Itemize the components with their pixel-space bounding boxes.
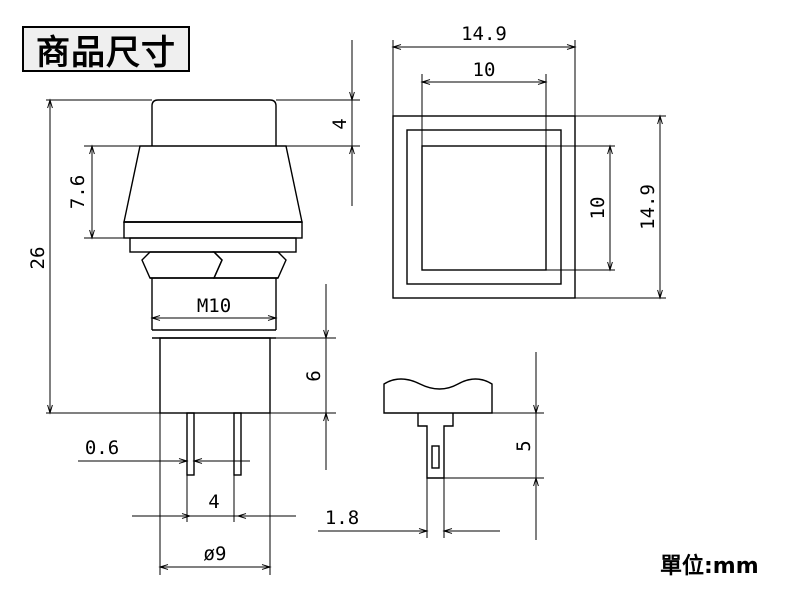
label-top-inner-height: 10 xyxy=(587,197,609,220)
unit-note: 單位:mm xyxy=(660,554,759,579)
label-body-height: 7.6 xyxy=(67,175,89,209)
hex-nut xyxy=(141,251,223,279)
top-outer-square xyxy=(392,115,576,299)
top-inner-square xyxy=(421,145,547,271)
switch-front-view xyxy=(123,99,303,476)
label-thread: M10 xyxy=(197,295,231,317)
pin-left xyxy=(186,412,195,476)
label-lower-body: 6 xyxy=(303,370,325,381)
label-pin-pitch: 4 xyxy=(208,491,219,513)
lower-body xyxy=(159,337,271,414)
button-body xyxy=(123,145,303,223)
pin-right xyxy=(233,412,242,476)
switch-top-view xyxy=(392,115,576,299)
label-pin-width: 0.6 xyxy=(85,437,119,459)
label-cap-height: 4 xyxy=(329,118,351,129)
label-overall-height: 26 xyxy=(27,247,49,270)
label-diameter: ø9 xyxy=(204,543,227,565)
product-size-title: 商品尺寸 xyxy=(22,26,190,73)
label-side-width: 1.8 xyxy=(325,507,359,529)
label-side-pin-length: 5 xyxy=(513,440,535,451)
switch-side-view xyxy=(383,378,493,479)
label-top-inner-width: 10 xyxy=(473,59,496,81)
side-pin xyxy=(417,413,454,479)
label-top-outer-height: 14.9 xyxy=(637,184,659,230)
label-top-outer-width: 14.9 xyxy=(461,23,507,45)
side-cap xyxy=(383,378,493,414)
button-cap xyxy=(151,99,277,146)
